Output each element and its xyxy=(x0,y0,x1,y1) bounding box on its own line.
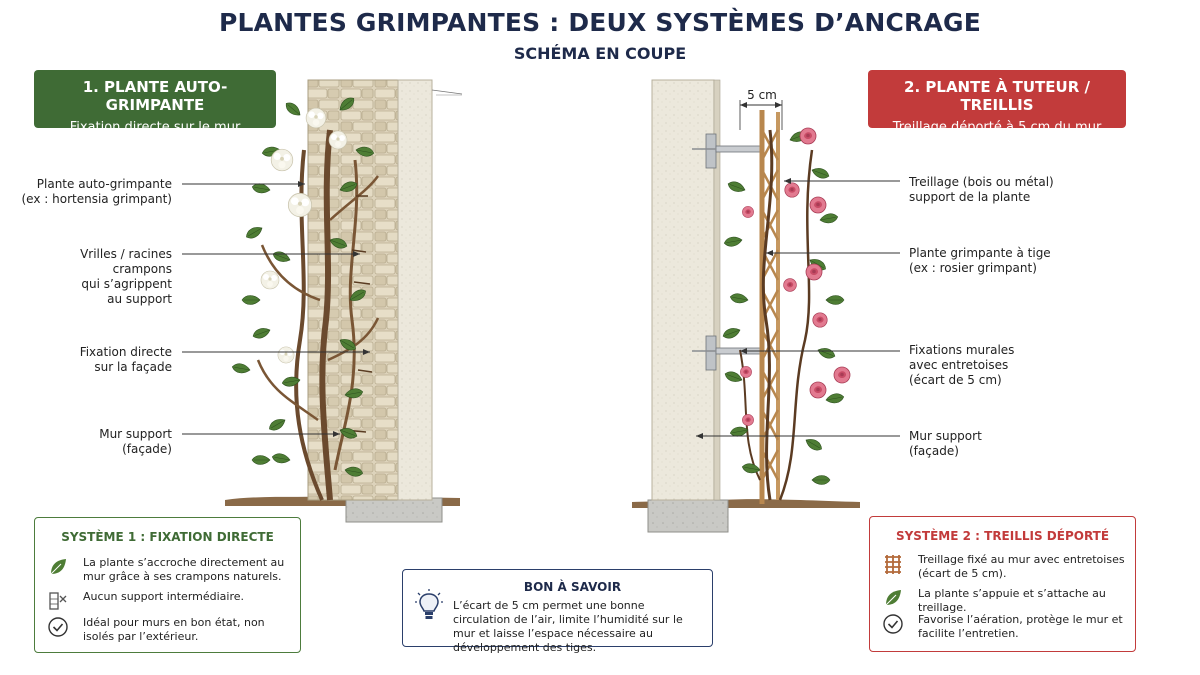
gap-dimension xyxy=(739,100,783,130)
left-system-badge: 1. PLANTE AUTO-GRIMPANTE Fixation direct… xyxy=(34,70,276,135)
label-line: (ex : hortensia grimpant) xyxy=(21,192,173,206)
label-line: Mur support xyxy=(909,429,982,443)
lightbulb-icon xyxy=(415,589,443,619)
system1-item-text: Aucun support intermédiaire. xyxy=(83,590,245,603)
label-line: (façade) xyxy=(122,442,172,456)
system1-item-text: Idéal pour murs en bon état, non isolés … xyxy=(83,616,265,643)
climbing-rose xyxy=(721,127,851,501)
label-trellis: Treillage (bois ou métal) support de la … xyxy=(909,175,1109,205)
leaf-icon xyxy=(50,559,66,575)
label-line: (écart de 5 cm) xyxy=(909,373,1002,387)
label-line: Plante auto-grimpante xyxy=(36,177,172,191)
left-badge-title: 1. PLANTE AUTO-GRIMPANTE xyxy=(82,78,228,114)
label-line: (façade) xyxy=(909,444,959,458)
left-badge-subtitle: Fixation directe sur le mur xyxy=(69,120,241,135)
right-wall-section xyxy=(632,79,860,533)
label-line: qui s’agrippent xyxy=(81,277,172,291)
label-line: support de la plante xyxy=(909,190,1031,204)
label-support-wall-left: Mur support (façade) xyxy=(20,427,172,457)
label-line: Treillage (bois ou métal) xyxy=(909,175,1054,189)
label-self-climbing-plant: Plante auto-grimpante (ex : hortensia gr… xyxy=(20,177,173,207)
label-line: Vrilles / racines xyxy=(80,247,172,261)
label-line: au support xyxy=(107,292,172,306)
system2-panel: SYSTÈME 2 : TREILLIS DÉPORTÉ Treillage f… xyxy=(869,516,1136,652)
label-gap-5cm: 5 cm xyxy=(747,88,777,102)
tip-text: L’écart de 5 cm permet une bonne circula… xyxy=(453,599,683,654)
label-line: avec entretoises xyxy=(909,358,1009,372)
left-leader-lines xyxy=(182,181,370,437)
wall-no-support-icon xyxy=(49,592,67,610)
label-tendrils-roots: Vrilles / racines crampons qui s’agrippe… xyxy=(20,247,172,307)
check-circle-icon xyxy=(883,614,903,634)
system1-panel: SYSTÈME 1 : FIXATION DIRECTE La plante s… xyxy=(34,517,301,653)
label-stem-climber: Plante grimpante à tige (ex : rosier gri… xyxy=(909,246,1109,276)
label-line: Mur support xyxy=(99,427,172,441)
trellis-icon xyxy=(885,555,901,574)
leaf-icon xyxy=(885,590,901,606)
tip-title: BON À SAVOIR xyxy=(523,580,622,594)
page-subtitle: SCHÉMA EN COUPE xyxy=(513,44,687,63)
check-circle-icon xyxy=(48,617,68,637)
system2-item-text: La plante s’appuie et s’attache au treil… xyxy=(918,587,1106,614)
page-title: PLANTES GRIMPANTES : DEUX SYSTÈMES D’ANC… xyxy=(218,8,982,37)
label-line: crampons xyxy=(112,262,172,276)
label-direct-fixing: Fixation directe sur la façade xyxy=(20,345,172,375)
right-badge-title: 2. PLANTE À TUTEUR / TREILLIS xyxy=(904,78,1090,114)
label-support-wall-right: Mur support (façade) xyxy=(909,429,1109,459)
system2-item-text: Treillage fixé au mur avec entretoises (… xyxy=(918,553,1125,580)
label-line: (ex : rosier grimpant) xyxy=(909,261,1037,275)
label-line: Fixation directe xyxy=(79,345,172,359)
label-line: Plante grimpante à tige xyxy=(909,246,1051,260)
system2-title: SYSTÈME 2 : TREILLIS DÉPORTÉ xyxy=(895,529,1110,543)
system1-item-text: La plante s’accroche directement au mur … xyxy=(83,556,285,583)
label-line: Fixations murales xyxy=(909,343,1015,357)
system2-item-text: Favorise l’aération, protège le mur et f… xyxy=(918,613,1123,640)
right-badge-subtitle: Treillage déporté à 5 cm du mur xyxy=(892,120,1102,135)
tip-panel: BON À SAVOIR L’écart de 5 cm permet une … xyxy=(402,569,713,654)
right-system-badge: 2. PLANTE À TUTEUR / TREILLIS Treillage … xyxy=(868,70,1126,135)
system1-title: SYSTÈME 1 : FIXATION DIRECTE xyxy=(61,530,274,544)
label-wall-fixings: Fixations murales avec entretoises (écar… xyxy=(909,343,1109,388)
label-line: sur la façade xyxy=(94,360,172,374)
right-leader-lines xyxy=(696,178,900,439)
